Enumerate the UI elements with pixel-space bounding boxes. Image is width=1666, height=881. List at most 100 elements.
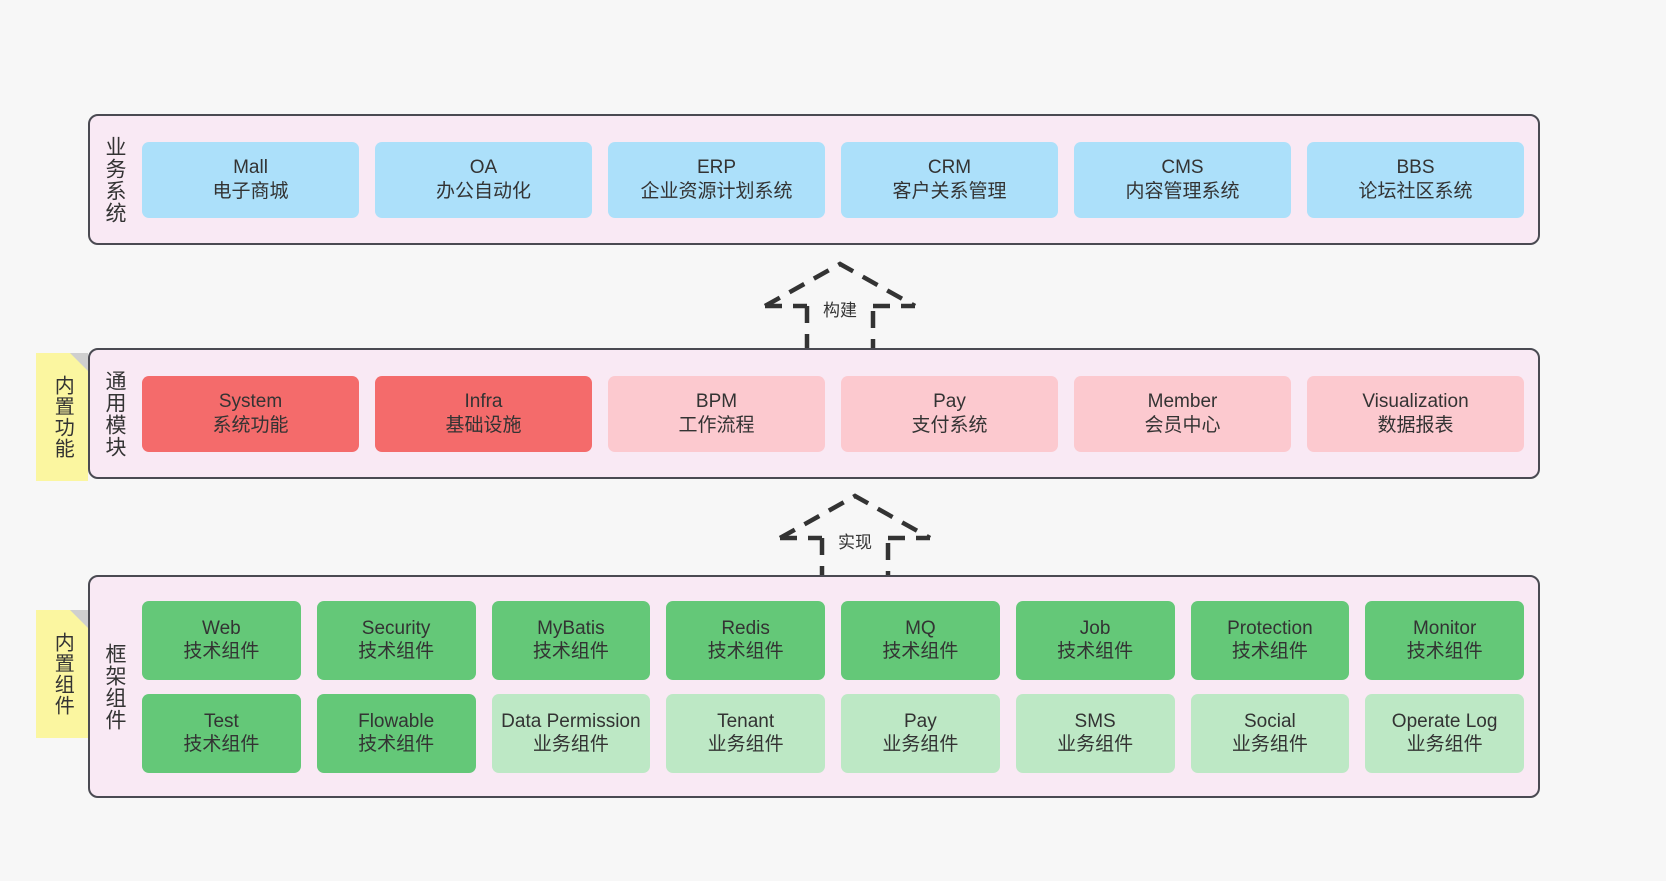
node-subtitle: 技术组件 (1231, 641, 1308, 662)
node-subtitle: 支付系统 (911, 414, 988, 436)
node-title: Pay (904, 710, 937, 732)
node-subtitle: 技术组件 (1057, 641, 1134, 662)
node-title: Tenant (717, 710, 775, 732)
layer-row: Test 技术组件 Flowable 技术组件 Data Permission … (142, 693, 1524, 773)
node-tenant[interactable]: Tenant 业务组件 (666, 693, 825, 773)
node-system[interactable]: System 系统功能 (142, 375, 359, 452)
node-subtitle: 技术组件 (882, 641, 959, 662)
node-social[interactable]: Social 业务组件 (1190, 693, 1350, 773)
node-web[interactable]: Web 技术组件 (142, 600, 301, 680)
node-title: Pay (933, 391, 966, 413)
node-job[interactable]: Job 技术组件 (1015, 600, 1175, 680)
node-subtitle: 内容管理系统 (1125, 180, 1240, 202)
node-title: Test (203, 710, 239, 732)
node-infra[interactable]: Infra 基础设施 (375, 375, 592, 452)
node-test[interactable]: Test 技术组件 (142, 693, 301, 773)
node-subtitle: 数据报表 (1377, 414, 1454, 436)
node-title: Security (361, 617, 431, 639)
node-monitor[interactable]: Monitor 技术组件 (1365, 600, 1524, 680)
node-subtitle: 技术组件 (1406, 641, 1483, 662)
layer-title-business: 业务系统 (102, 135, 126, 224)
node-subtitle: 企业资源计划系统 (640, 180, 793, 202)
node-mq[interactable]: MQ 技术组件 (841, 600, 1000, 680)
node-title: Mall (233, 157, 268, 179)
node-subtitle: 论坛社区系统 (1358, 180, 1473, 202)
layer-business-systems: 业务系统 Mall 电子商城 OA 办公自动化 ERP 企业资源计划系统 CRM… (88, 114, 1540, 245)
node-mall[interactable]: Mall 电子商城 (142, 141, 359, 218)
node-subtitle: 系统功能 (212, 414, 289, 436)
note-builtin-components: 内置组件 (36, 610, 88, 738)
node-mybatis[interactable]: MyBatis 技术组件 (491, 600, 651, 680)
node-title: Web (202, 617, 241, 639)
layer-body-common: System 系统功能 Infra 基础设施 BPM 工作流程 Pay 支付系统… (138, 350, 1538, 477)
node-title: Visualization (1362, 391, 1469, 413)
layer-framework-components: 框架组件 Web 技术组件 Security 技术组件 MyBatis 技术组件… (88, 575, 1540, 798)
node-bpm[interactable]: BPM 工作流程 (608, 375, 825, 452)
node-title: Data Permission (501, 710, 641, 732)
note-text: 内置组件 (51, 632, 74, 716)
node-title: BPM (695, 391, 738, 413)
layer-title-common: 通用模块 (102, 369, 126, 458)
node-member[interactable]: Member 会员中心 (1074, 375, 1291, 452)
node-redis[interactable]: Redis 技术组件 (666, 600, 825, 680)
node-title: Social (1244, 710, 1296, 732)
layer-body-business: Mall 电子商城 OA 办公自动化 ERP 企业资源计划系统 CRM 客户关系… (138, 116, 1538, 243)
node-crm[interactable]: CRM 客户关系管理 (841, 141, 1058, 218)
node-subtitle: 业务组件 (1057, 734, 1134, 755)
node-subtitle: 技术组件 (358, 641, 435, 662)
node-title: Member (1147, 391, 1218, 413)
node-title: CRM (927, 157, 972, 179)
node-title: BBS (1396, 157, 1435, 179)
dashed-arrow-up-icon (778, 493, 932, 589)
node-title: Monitor (1412, 617, 1477, 639)
node-flowable[interactable]: Flowable 技术组件 (316, 693, 476, 773)
layer-row: Mall 电子商城 OA 办公自动化 ERP 企业资源计划系统 CRM 客户关系… (142, 141, 1524, 218)
note-builtin-features: 内置功能 (36, 353, 88, 481)
node-title: SMS (1074, 710, 1116, 732)
node-subtitle: 技术组件 (532, 641, 609, 662)
node-subtitle: 技术组件 (358, 734, 435, 755)
node-title: Redis (721, 617, 770, 639)
node-title: MQ (905, 617, 936, 639)
node-title: Job (1079, 617, 1111, 639)
node-subtitle: 客户关系管理 (892, 180, 1007, 202)
node-oa[interactable]: OA 办公自动化 (375, 141, 592, 218)
node-cms[interactable]: CMS 内容管理系统 (1074, 141, 1291, 218)
node-subtitle: 技术组件 (183, 734, 260, 755)
node-subtitle: 会员中心 (1144, 414, 1221, 436)
node-visualization[interactable]: Visualization 数据报表 (1307, 375, 1524, 452)
layer-common-modules: 通用模块 System 系统功能 Infra 基础设施 BPM 工作流程 Pay… (88, 348, 1540, 479)
layer-row: System 系统功能 Infra 基础设施 BPM 工作流程 Pay 支付系统… (142, 375, 1524, 452)
node-operate-log[interactable]: Operate Log 业务组件 (1365, 693, 1524, 773)
node-sms[interactable]: SMS 业务组件 (1015, 693, 1175, 773)
node-pay-component[interactable]: Pay 业务组件 (841, 693, 1000, 773)
node-subtitle: 电子商城 (212, 180, 289, 202)
node-bbs[interactable]: BBS 论坛社区系统 (1307, 141, 1524, 218)
node-subtitle: 技术组件 (183, 641, 260, 662)
node-subtitle: 业务组件 (532, 734, 609, 755)
note-text: 内置功能 (51, 375, 74, 459)
dashed-arrow-up-icon (763, 261, 917, 357)
node-title: Protection (1227, 617, 1313, 639)
layer-title-framework: 框架组件 (102, 642, 126, 731)
node-subtitle: 办公自动化 (435, 180, 531, 202)
node-subtitle: 技术组件 (707, 641, 784, 662)
node-title: ERP (696, 157, 737, 179)
node-title: Flowable (358, 710, 435, 732)
node-security[interactable]: Security 技术组件 (316, 600, 476, 680)
connector-build: 构建 (755, 258, 925, 358)
node-title: MyBatis (537, 617, 605, 639)
node-subtitle: 业务组件 (707, 734, 784, 755)
node-title: Infra (464, 391, 503, 413)
node-subtitle: 业务组件 (882, 734, 959, 755)
node-title: OA (469, 157, 498, 179)
node-title: System (218, 391, 283, 413)
node-subtitle: 业务组件 (1406, 734, 1483, 755)
node-title: Operate Log (1391, 710, 1498, 732)
node-protection[interactable]: Protection 技术组件 (1190, 600, 1350, 680)
node-subtitle: 工作流程 (678, 414, 755, 436)
node-data-permission[interactable]: Data Permission 业务组件 (491, 693, 651, 773)
node-erp[interactable]: ERP 企业资源计划系统 (608, 141, 825, 218)
node-pay[interactable]: Pay 支付系统 (841, 375, 1058, 452)
